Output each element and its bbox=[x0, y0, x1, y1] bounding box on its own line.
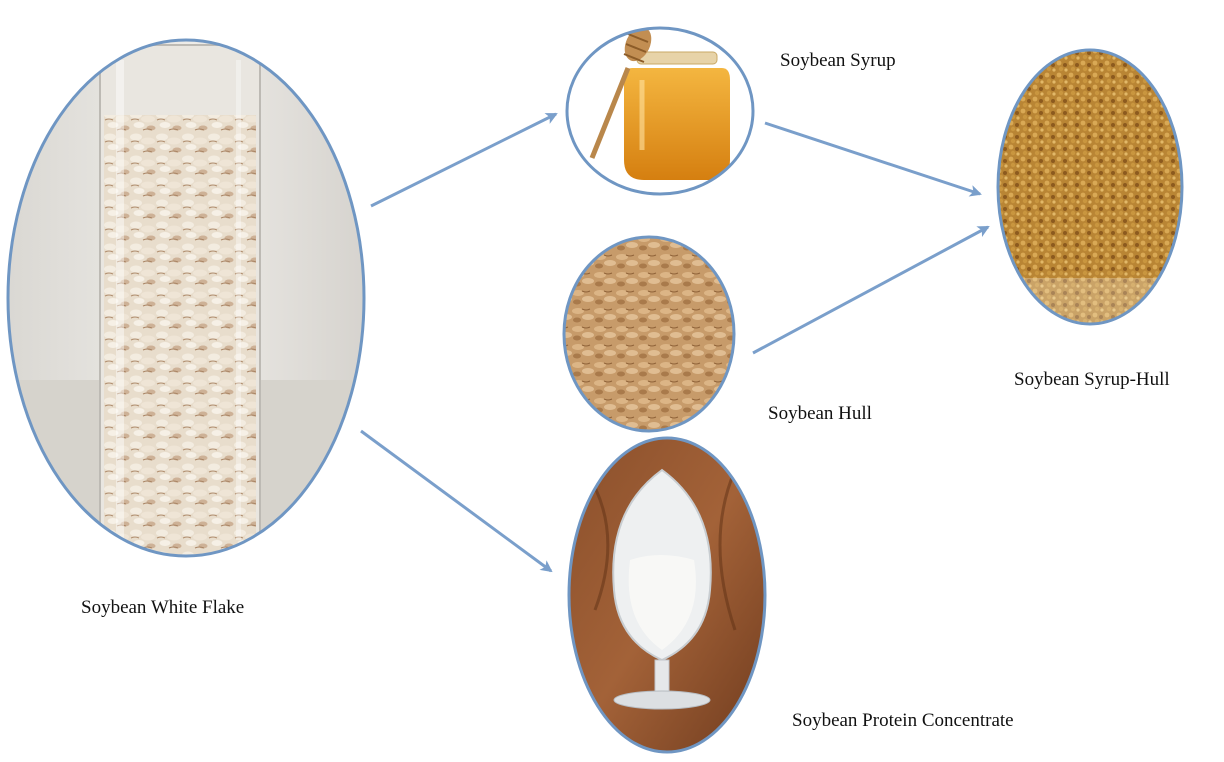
white-flake-label: Soybean White Flake bbox=[81, 598, 244, 617]
arrow-flake-to-protein bbox=[361, 431, 551, 571]
arrow-hull-to-syrup-hull bbox=[753, 227, 988, 353]
syrup-hull-label: Soybean Syrup-Hull bbox=[1014, 370, 1170, 389]
white-flake-image bbox=[0, 30, 380, 580]
protein-label: Soybean Protein Concentrate bbox=[792, 711, 1014, 730]
syrup-image bbox=[560, 20, 760, 210]
protein-image bbox=[565, 436, 770, 756]
syrup-label: Soybean Syrup bbox=[780, 51, 896, 70]
hull-image bbox=[560, 235, 740, 435]
hull-label: Soybean Hull bbox=[768, 404, 872, 423]
arrow-syrup-to-syrup-hull bbox=[765, 123, 980, 194]
arrow-flake-to-syrup bbox=[371, 114, 556, 206]
